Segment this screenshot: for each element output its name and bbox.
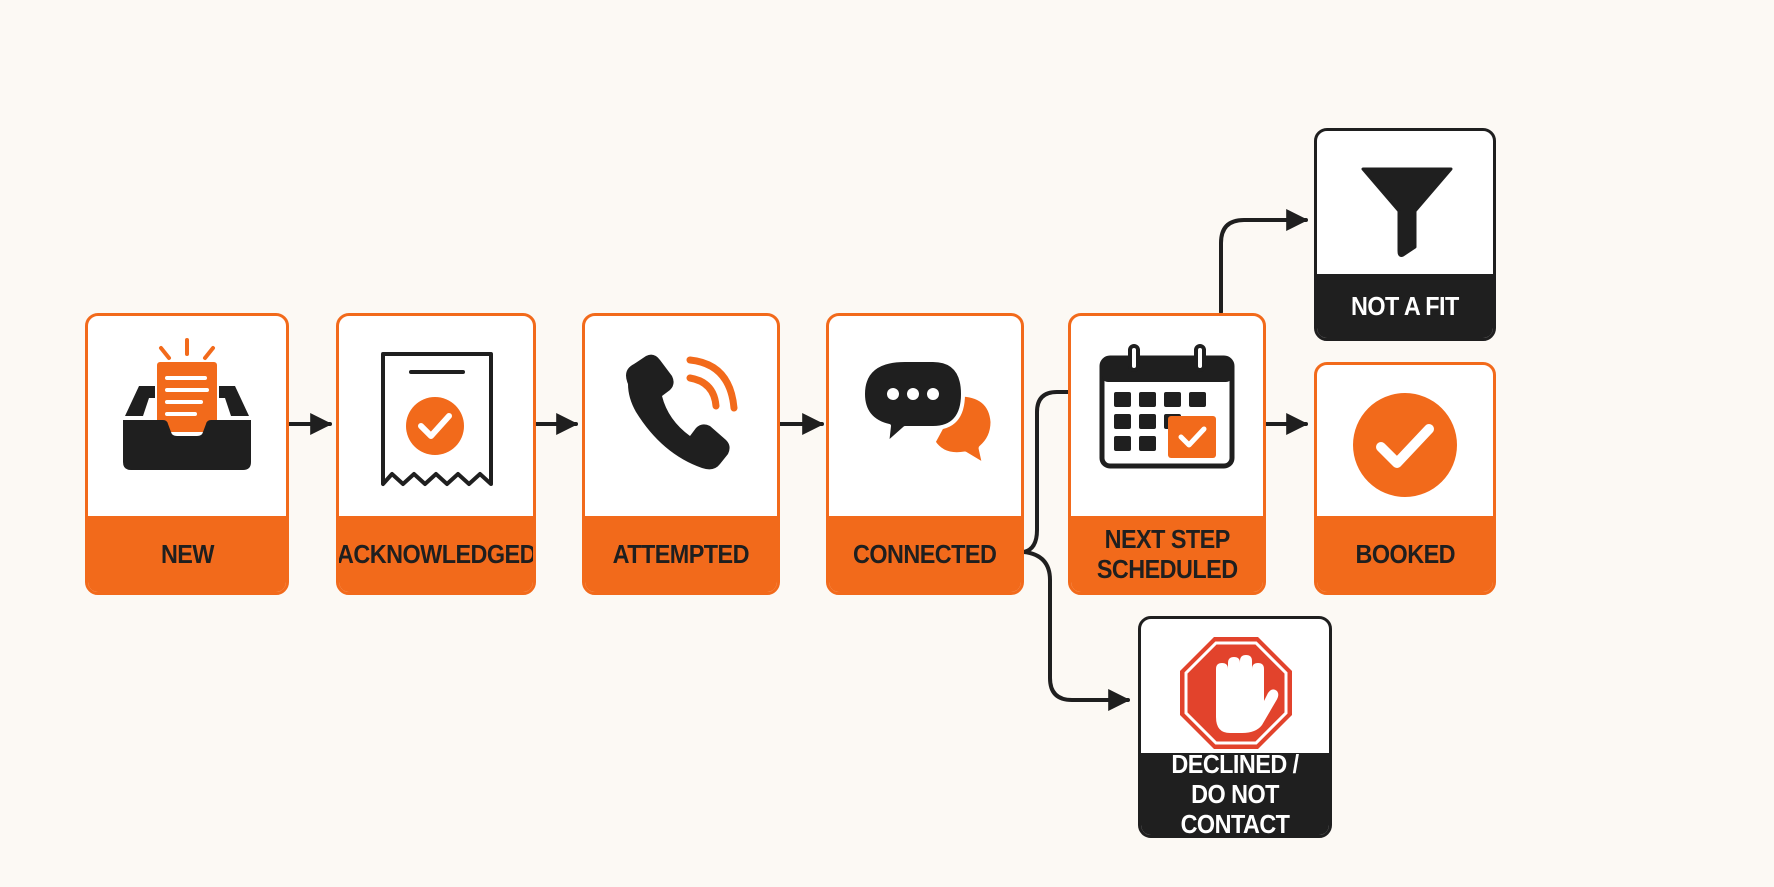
stage-not-a-fit-label-band: NOT A FIT: [1317, 274, 1493, 338]
stage-declined-card[interactable]: DECLINED / DO NOT CONTACT: [1138, 616, 1332, 838]
stage-acknowledged-label: ACKNOWLEDGED: [336, 539, 536, 569]
calendar-check-icon: [1099, 344, 1235, 469]
chat-bubbles-icon: [861, 358, 996, 469]
stage-new-card[interactable]: NEW: [85, 313, 289, 595]
inbox-document-icon: [123, 338, 251, 470]
checkmark-circle-icon: [1353, 393, 1457, 497]
funnel-icon: [1361, 167, 1453, 257]
stage-next-step-scheduled-label: NEXT STEP SCHEDULED: [1096, 524, 1238, 584]
arrow-connected-to-next-step: [1022, 390, 1070, 554]
stop-hand-icon: [1180, 637, 1292, 749]
stage-connected-label: CONNECTED: [853, 539, 997, 569]
arrow-connected-to-declined: [1022, 550, 1131, 711]
stage-not-a-fit-card[interactable]: NOT A FIT: [1314, 128, 1496, 341]
stage-new-label-band: NEW: [88, 516, 286, 592]
stage-booked-label-band: BOOKED: [1317, 516, 1493, 592]
stage-attempted-label: ATTEMPTED: [612, 539, 750, 569]
phone-call-icon: [626, 354, 738, 470]
stage-attempted-card[interactable]: ATTEMPTED: [582, 313, 780, 595]
stage-connected-card[interactable]: CONNECTED: [826, 313, 1024, 595]
receipt-check-icon: [381, 352, 493, 486]
stage-declined-label-band: DECLINED / DO NOT CONTACT: [1141, 749, 1329, 835]
stage-declined-label: DECLINED / DO NOT CONTACT: [1171, 749, 1299, 838]
stage-next-step-scheduled-label-band: NEXT STEP SCHEDULED: [1071, 516, 1263, 592]
stage-not-a-fit-label: NOT A FIT: [1351, 291, 1459, 321]
stage-next-step-scheduled-card[interactable]: NEXT STEP SCHEDULED: [1068, 313, 1266, 595]
stage-acknowledged-label-band: ACKNOWLEDGED: [339, 516, 533, 592]
stage-new-label: NEW: [160, 539, 215, 569]
stage-attempted-label-band: ATTEMPTED: [585, 516, 777, 592]
stage-booked-label: BOOKED: [1355, 539, 1455, 569]
stage-booked-card[interactable]: BOOKED: [1314, 362, 1496, 595]
stage-acknowledged-card[interactable]: ACKNOWLEDGED: [336, 313, 536, 595]
arrow-next-step-to-not-a-fit: [1219, 209, 1309, 314]
stage-connected-label-band: CONNECTED: [829, 516, 1021, 592]
